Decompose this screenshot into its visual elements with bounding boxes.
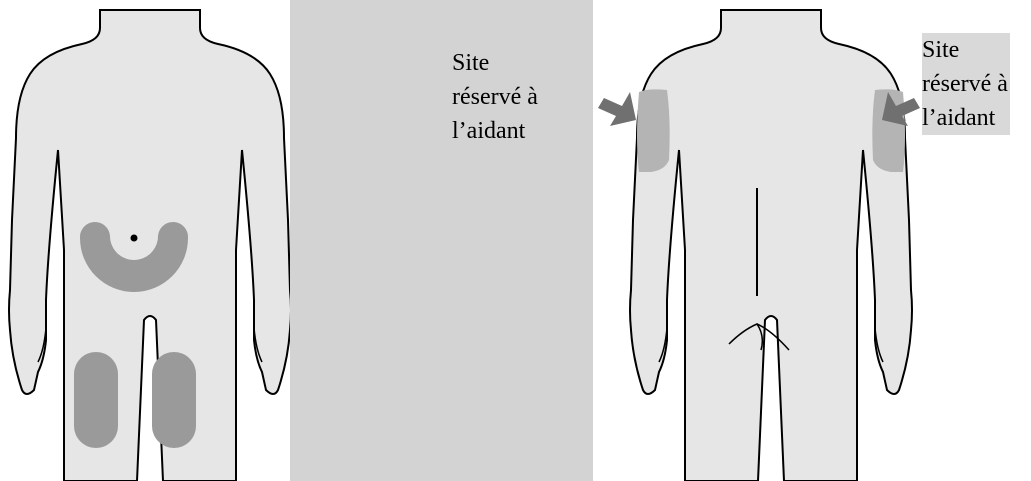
caregiver-label-right-line-1: Site — [922, 33, 1010, 67]
back-body — [630, 10, 912, 481]
left-thigh-injection-zone — [74, 352, 118, 448]
left-arrow-icon — [598, 92, 636, 126]
text-panel — [290, 0, 593, 481]
caregiver-label-line-3: l’aidant — [452, 114, 538, 148]
caregiver-label-right: Site réservé à l’aidant — [922, 33, 1010, 135]
back-body-outline — [630, 10, 912, 481]
navel-dot — [131, 235, 138, 242]
caregiver-label-center: Site réservé à l’aidant — [452, 46, 538, 148]
caregiver-label-right-line-3: l’aidant — [922, 101, 1010, 135]
right-thigh-injection-zone — [152, 352, 196, 448]
caregiver-label-right-line-2: réservé à — [922, 67, 1010, 101]
left-upper-arm-caregiver-zone — [637, 89, 670, 172]
front-body — [9, 10, 291, 481]
caregiver-label-line-2: réservé à — [452, 80, 538, 114]
caregiver-label-line-1: Site — [452, 46, 538, 80]
front-body-outline — [9, 10, 291, 481]
